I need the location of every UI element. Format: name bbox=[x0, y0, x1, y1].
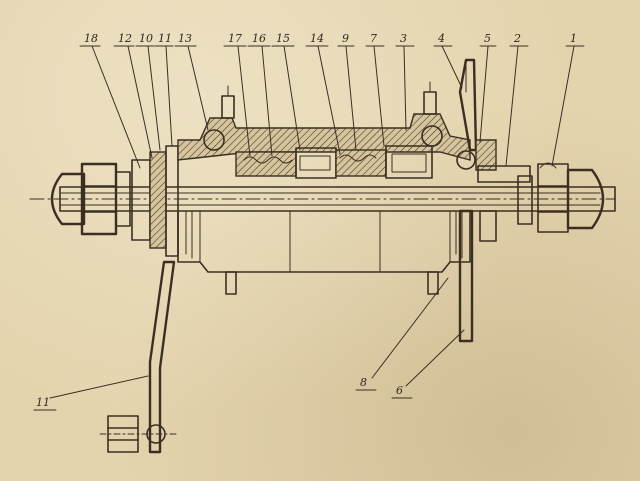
callout-11-top: 11 bbox=[158, 32, 172, 45]
callout-13: 13 bbox=[178, 32, 192, 45]
callout-14: 14 bbox=[310, 32, 324, 45]
callout-3: 3 bbox=[400, 32, 407, 45]
callout-labels: 18 12 10 11 13 17 16 15 14 9 7 3 4 5 2 1… bbox=[36, 32, 577, 409]
hub-shell-lower bbox=[177, 210, 471, 295]
callout-1: 1 bbox=[570, 32, 577, 45]
callout-12: 12 bbox=[118, 32, 132, 45]
callout-18: 18 bbox=[84, 32, 98, 45]
callout-16: 16 bbox=[252, 32, 266, 45]
callout-5: 5 bbox=[484, 32, 491, 45]
callout-6: 6 bbox=[396, 384, 403, 397]
callout-10: 10 bbox=[139, 32, 153, 45]
leader-lines bbox=[49, 45, 575, 399]
brake-arm bbox=[99, 260, 177, 454]
callout-4: 4 bbox=[437, 32, 445, 45]
callout-15: 15 bbox=[276, 32, 290, 45]
hub-shell-upper bbox=[177, 81, 471, 161]
callout-11-arm: 11 bbox=[36, 396, 50, 409]
label-underlines bbox=[33, 45, 585, 411]
left-cap-nut bbox=[50, 162, 131, 236]
callout-7: 7 bbox=[370, 32, 377, 45]
callout-2: 2 bbox=[513, 32, 521, 45]
sprocket bbox=[458, 58, 478, 343]
callout-8: 8 bbox=[360, 376, 367, 389]
right-cone-nut bbox=[475, 139, 605, 242]
callout-17: 17 bbox=[228, 32, 242, 45]
bearing-balls bbox=[203, 125, 476, 170]
left-cone-washers bbox=[131, 145, 179, 257]
planetary-gear-mechanism bbox=[235, 145, 433, 179]
callout-9: 9 bbox=[342, 32, 349, 45]
